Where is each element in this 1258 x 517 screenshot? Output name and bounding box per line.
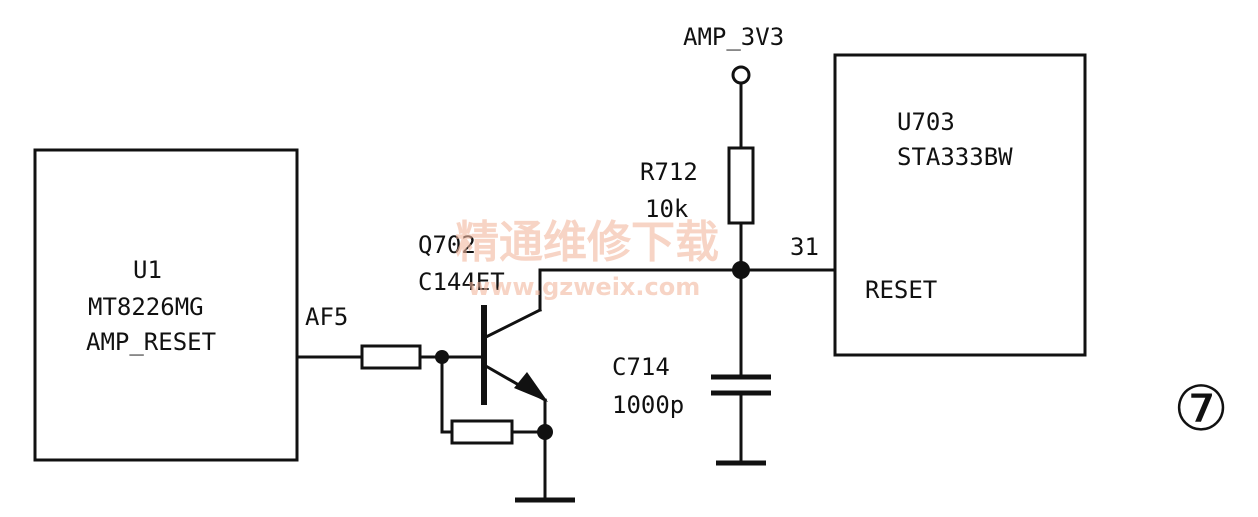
c714-value-label: 1000p (612, 391, 684, 419)
u1-pin-name-label: AMP_RESET (86, 328, 216, 356)
q702-collector-lead (481, 307, 543, 341)
u1-part-label: MT8226MG (88, 293, 204, 321)
u703-ref-label: U703 (897, 108, 955, 136)
c714-ref-label: C714 (612, 353, 670, 381)
r712-resistor (727, 146, 755, 225)
u703-chip-box (833, 53, 1087, 357)
figure-number-label: ⑦ (1173, 372, 1229, 445)
u703-part-label: STA333BW (897, 143, 1013, 171)
power-rail-label: AMP_3V3 (683, 23, 784, 51)
u1-ref-label: U1 (133, 256, 162, 284)
r712-value-label: 10k (645, 195, 689, 223)
watermark-url: www.gzweix.com (468, 273, 700, 301)
u1-chip-box (33, 148, 299, 462)
watermark-chinese: 精通维修下载 (455, 217, 719, 268)
base-emitter-resistor (450, 419, 514, 445)
power-rail-terminal (731, 65, 751, 85)
q702-ref-label: Q702 (418, 231, 476, 259)
r712-ref-label: R712 (640, 158, 698, 186)
q702-emitter-arrow (514, 372, 548, 402)
q702-part-label: C144ET (418, 268, 505, 296)
u703-pin-name-label: RESET (865, 276, 937, 304)
u1-pin-number-label: AF5 (305, 303, 348, 331)
base-resistor (360, 344, 422, 370)
u703-pin-number-label: 31 (790, 233, 819, 261)
